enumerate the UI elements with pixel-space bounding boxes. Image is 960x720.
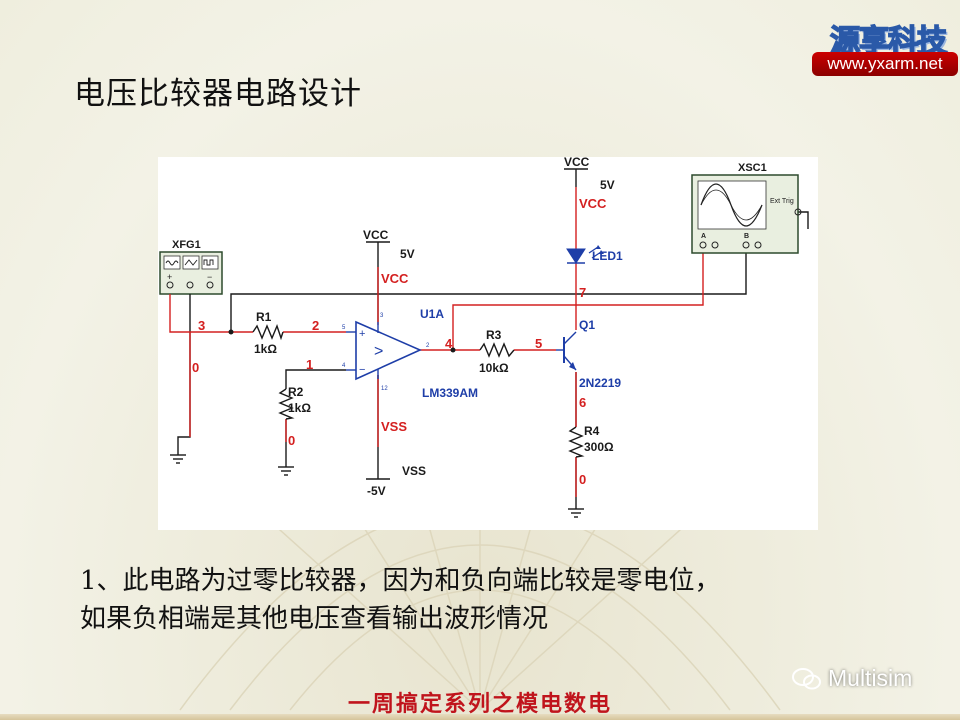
- slide-footer: 一周搞定系列之模电数电: [347, 691, 612, 717]
- footer-bar: [0, 714, 960, 720]
- net-label-0-r4: 0: [579, 472, 586, 487]
- resistor-r4: [568, 426, 585, 458]
- scope-ref: XSC1: [738, 162, 767, 174]
- xfg-plus: +: [167, 272, 172, 282]
- logo-url: www.yxarm.net: [812, 52, 958, 76]
- net-label-7: 7: [579, 285, 586, 300]
- body-line-2: 如果负相端是其他电压查看输出波形情况: [80, 604, 549, 634]
- vss-net: VSS: [381, 419, 407, 434]
- r3-value: 10kΩ: [479, 361, 509, 375]
- q1-ref: Q1: [579, 318, 595, 332]
- vcc-right-value: 5V: [600, 178, 615, 192]
- net-label-0-xfg: 0: [192, 360, 199, 375]
- resistor-r1: [252, 324, 284, 341]
- scope-trigger: Ext Trig: [770, 198, 794, 205]
- vcc-right-name: VCC: [564, 157, 590, 169]
- r4-value: 300Ω: [584, 440, 614, 454]
- r1-ref: R1: [256, 310, 272, 324]
- net-label-4: 4: [445, 336, 453, 351]
- scope-channel-b: B: [744, 233, 749, 240]
- transistor-q1: [556, 331, 577, 371]
- vcc-top-net: VCC: [381, 271, 409, 286]
- opamp-pin-12: 12: [381, 386, 388, 392]
- vcc-top-value: 5V: [400, 247, 415, 261]
- resistor-r3: [479, 342, 515, 358]
- net-label-5: 5: [535, 336, 542, 351]
- wechat-icon: [792, 668, 821, 690]
- slide-title: 电压比较器电路设计: [74, 76, 362, 112]
- net-label-0-r2: 0: [288, 433, 295, 448]
- oscilloscope: A B Ext Trig: [691, 174, 802, 254]
- led: [566, 245, 604, 264]
- watermark-text: Multisim: [828, 665, 913, 691]
- vss-value: -5V: [367, 484, 386, 498]
- ground-symbols: [170, 454, 584, 518]
- vcc-right-net: VCC: [579, 196, 607, 211]
- vss-name: VSS: [402, 464, 426, 478]
- net-label-3: 3: [198, 318, 205, 333]
- r4-ref: R4: [584, 424, 600, 438]
- opamp-part: LM339AM: [422, 386, 478, 400]
- net-label-1: 1: [306, 357, 313, 372]
- opamp-pin-5: 5: [342, 325, 346, 331]
- r1-value: 1kΩ: [254, 342, 277, 356]
- r2-ref: R2: [288, 385, 304, 399]
- vcc-top-name: VCC: [363, 228, 389, 242]
- r2-value: 1kΩ: [288, 401, 311, 415]
- opamp-pin-2: 2: [426, 343, 430, 349]
- net-label-2: 2: [312, 318, 319, 333]
- brand-logo: 源享科技 www.yxarm.net: [812, 12, 958, 78]
- resistor-r2: [278, 388, 295, 420]
- r3-ref: R3: [486, 328, 502, 342]
- q1-part: 2N2219: [579, 376, 621, 390]
- xfg-minus: −: [207, 272, 212, 282]
- led-ref: LED1: [592, 249, 623, 263]
- opamp-pin-3: 3: [380, 313, 384, 319]
- op-amp: + − > 3 5 4 2 12: [342, 313, 430, 392]
- body-line-1: 1、此电路为过零比较器，因为和负向端比较是零电位，: [80, 566, 721, 596]
- opamp-pin-4: 4: [342, 363, 346, 369]
- xfg-label: XFG1: [172, 239, 201, 251]
- slide-body: 1、此电路为过零比较器，因为和负向端比较是零电位， 如果负相端是其他电压查看输出…: [80, 562, 721, 638]
- opamp-symbol: >: [374, 343, 383, 360]
- opamp-ref: U1A: [420, 307, 444, 321]
- net-label-6: 6: [579, 395, 586, 410]
- scope-channel-a: A: [701, 233, 706, 240]
- function-generator: + −: [159, 251, 223, 295]
- svg-text:+: +: [359, 328, 365, 340]
- svg-text:−: −: [359, 364, 365, 376]
- circuit-schematic: + − XFG1: [158, 157, 818, 530]
- schematic-svg: + − XFG1: [159, 157, 809, 518]
